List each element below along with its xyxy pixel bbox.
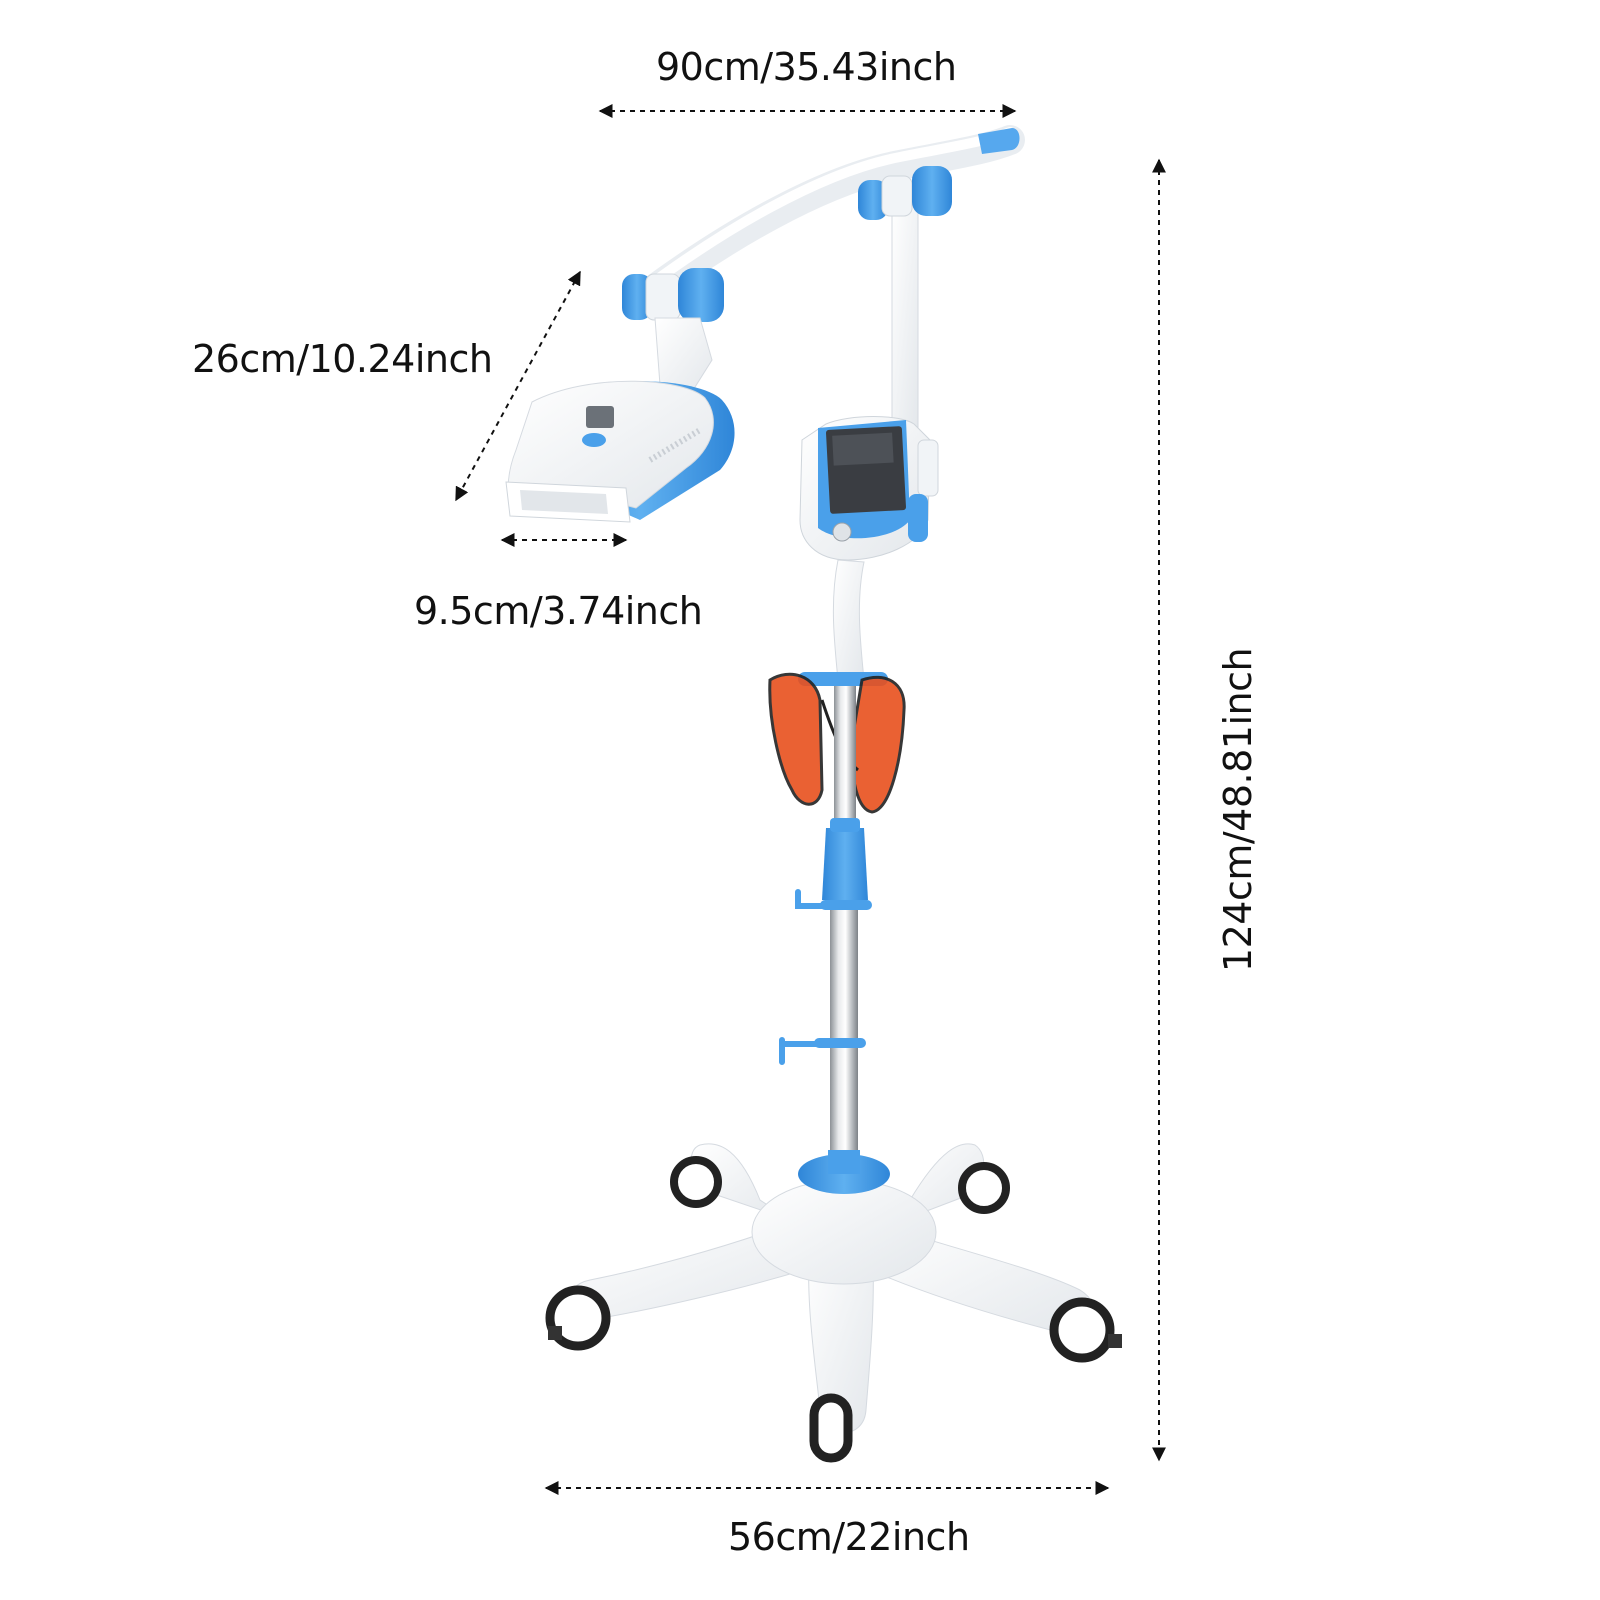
arm-width-label: 90cm/35.43inch (656, 45, 957, 89)
lamp-arm (625, 125, 1025, 315)
control-panel (799, 416, 939, 561)
control-panel-knob (832, 522, 852, 542)
base-width-label: 56cm/22inch (728, 1515, 970, 1559)
total-height-label: 124cm/48.81inch (1216, 647, 1260, 973)
lamp-head-width-label: 9.5cm/3.74inch (414, 589, 703, 633)
upper-chrome-pole (834, 686, 856, 826)
lamp-head (505, 380, 735, 523)
caster-wheel (809, 1393, 853, 1463)
lamp-head-length-label: 26cm/10.24inch (192, 337, 493, 381)
height-adjust-collar (822, 828, 868, 900)
head-joint-knob-right (678, 268, 724, 322)
caster-wheel (1049, 1297, 1122, 1363)
lamp-head-display (586, 406, 614, 428)
whitening-lamp-illustration (505, 125, 1122, 1463)
lamp-head-button (582, 433, 606, 447)
caster-wheel (958, 1162, 1010, 1214)
head-length-dimension-line (455, 270, 581, 502)
rolling-base (545, 1143, 1122, 1463)
caster-wheel (670, 1156, 722, 1208)
arm-joint-knob-left (858, 180, 888, 220)
upper-post (891, 199, 919, 441)
panel-neck (832, 559, 865, 681)
head-joint-knob-left (622, 274, 652, 320)
caster-wheel (545, 1285, 611, 1351)
arm-tip-cap (978, 128, 1020, 154)
dimension-lines (455, 104, 1166, 1495)
head-neck (654, 317, 713, 396)
arm-joint-knob-right (912, 166, 952, 216)
